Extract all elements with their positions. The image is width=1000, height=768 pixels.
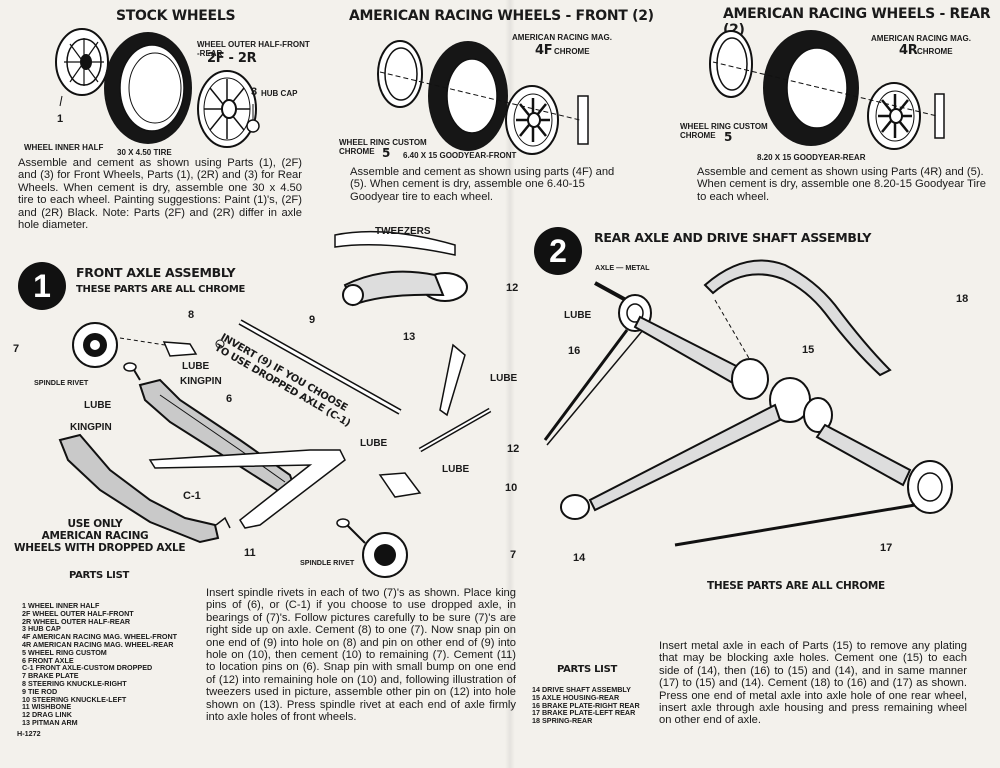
stock-hub-label: HUB CAP [261,89,298,98]
ar-rear-mag-chrome: CHROME [917,47,953,56]
list-item: 11 WISHBONE [22,702,72,712]
front-axle-illustration [58,319,402,544]
stock-outer-label: WHEEL OUTER HALF-FRONT -REAR [197,40,310,58]
ar-rear-ring-num: 5 [724,130,733,144]
ar-rear-instructions: Assemble and cement as shown using Parts… [697,166,986,203]
callout-kingpin-2: KINGPIN [70,422,112,433]
stock-tire-label: 30 x 4.50 TIRE [117,148,172,157]
list-item: 17 BRAKE PLATE-LEFT REAR [532,708,636,718]
list-item: 14 DRIVE SHAFT ASSEMBLY [532,685,631,694]
ar-front-mag-label: AMERICAN RACING MAG. [512,33,612,42]
list-item: 8 STEERING KNUCKLE-RIGHT [22,678,127,688]
parts-list-2: 14 DRIVE SHAFT ASSEMBLY 15 AXLE HOUSING-… [532,686,640,725]
callout-16: 16 [568,345,581,357]
list-item: 5 WHEEL RING CUSTOM [22,647,107,657]
callout-lube-rear: LUBE [564,310,592,321]
ar-front-mag-chrome: CHROME [554,47,590,56]
stock-hub-num: 3 [251,86,258,98]
list-item: 16 BRAKE PLATE-RIGHT REAR [532,700,640,710]
list-item: 6 FRONT AXLE [22,655,74,665]
callout-9: 9 [309,314,316,326]
callout-6: 6 [226,393,233,405]
rear-axle-illustration [543,259,953,547]
list-item: 10 STEERING KNUCKLE-LEFT [22,694,127,704]
ar-front-tire-label: 6.40 x 15 GOODYEAR-FRONT [403,151,517,160]
stock-inner-num: 1 [57,113,64,125]
step-1-title: FRONT AXLE ASSEMBLY [76,265,236,280]
stock-wheels-illustration [55,28,260,148]
step-2-instructions: Insert metal axle in each of Parts (15) … [659,640,967,727]
ar-rear-ring-label: WHEEL RING CUSTOM CHROME [680,122,768,140]
ar-front-title: AMERICAN RACING WHEELS - FRONT (2) [349,8,654,24]
ar-front-instructions: Assemble and cement as shown using parts… [350,166,615,203]
callout-lube-1: LUBE [182,361,210,372]
ar-rear-mag-label: AMERICAN RACING MAG. [871,34,971,43]
list-item: C-1 FRONT AXLE-CUSTOM DROPPED [22,663,153,673]
callout-15: 15 [802,344,815,356]
list-item: 7 BRAKE PLATE [22,671,79,681]
callout-lube-5: LUBE [442,464,470,475]
stock-wheels-instructions: Assemble and cement as shown using Parts… [18,157,302,232]
callout-12a: 12 [506,282,519,294]
rear-chrome-note: THESE PARTS ARE ALL CHROME [707,580,885,592]
callout-kingpin-1: KINGPIN [180,376,222,387]
ar-rear-mag-num: 4R [899,43,918,58]
callout-11: 11 [244,547,256,559]
callout-tweezers: TWEEZERS [375,226,431,237]
step-2-title: REAR AXLE AND DRIVE SHAFT ASSEMBLY [594,230,872,245]
callout-13: 13 [403,331,416,343]
callout-c1: C-1 [183,490,201,502]
list-item: 18 SPRING-REAR [532,716,593,726]
callout-14: 14 [573,552,586,564]
callout-17: 17 [880,542,893,554]
parts-list-2-title: PARTS LIST [557,664,618,675]
callout-12b: 12 [507,443,520,455]
ar-rear-illustration [709,30,945,150]
form-code: H-1272 [17,729,41,738]
use-only-note: USE ONLY AMERICAN RACING WHEELS WITH DRO… [14,518,186,554]
callout-8: 8 [188,309,195,321]
ar-front-ring-num: 5 [382,146,391,160]
step-1-subtitle: THESE PARTS ARE ALL CHROME [76,284,246,295]
list-item: 3 HUB CAP [22,624,61,634]
callout-10: 10 [505,482,518,494]
list-item: 4F AMERICAN RACING MAG. WHEEL-FRONT [22,632,178,642]
stock-wheels-title: STOCK WHEELS [116,8,236,24]
ar-front-ring-label: WHEEL RING CUSTOM CHROME [339,138,427,156]
callout-lube-4: LUBE [360,438,388,449]
callout-lube-2: LUBE [84,400,112,411]
ar-rear-tire-label: 8.20 x 15 GOODYEAR-REAR [757,153,866,162]
list-item: 9 TIE ROD [22,686,58,696]
callout-18: 18 [956,293,969,305]
callout-spindle-rivet: SPINDLE RIVET [34,378,89,387]
parts-list-1: 1 WHEEL INNER HALF 2F WHEEL OUTER HALF-F… [22,602,177,727]
list-item: 15 AXLE HOUSING-REAR [532,692,620,702]
list-item: 13 PITMAN ARM [22,717,78,727]
stock-inner-label: WHEEL INNER HALF [24,143,104,152]
list-item: 12 DRAG LINK [22,710,72,720]
list-item: 2R WHEEL OUTER HALF-REAR [22,616,131,626]
ar-front-mag-num: 4F [535,43,553,58]
list-item: 4R AMERICAN RACING MAG. WHEEL-REAR [22,639,174,649]
list-item: 1 WHEEL INNER HALF [22,601,100,610]
callout-lube-3: LUBE [490,373,518,384]
step-1-badge: 1 [18,262,66,310]
step-2-badge: 2 [534,227,582,275]
callout-axle-metal: AXLE — METAL [595,263,650,272]
step-1-instructions: Insert spindle rivets in each of two (7)… [206,587,516,724]
stock-outer-nums: 2F - 2R [207,51,257,66]
steering-linkage-illustration [334,230,492,578]
page-fold [505,0,515,768]
callout-spindle-rivet-2: SPINDLE RIVET [300,558,355,567]
callout-7a: 7 [13,343,20,355]
ar-front-illustration [377,40,589,155]
parts-list-1-title: PARTS LIST [69,570,130,581]
list-item: 2F WHEEL OUTER HALF-FRONT [22,608,134,618]
callout-7b: 7 [510,549,517,561]
